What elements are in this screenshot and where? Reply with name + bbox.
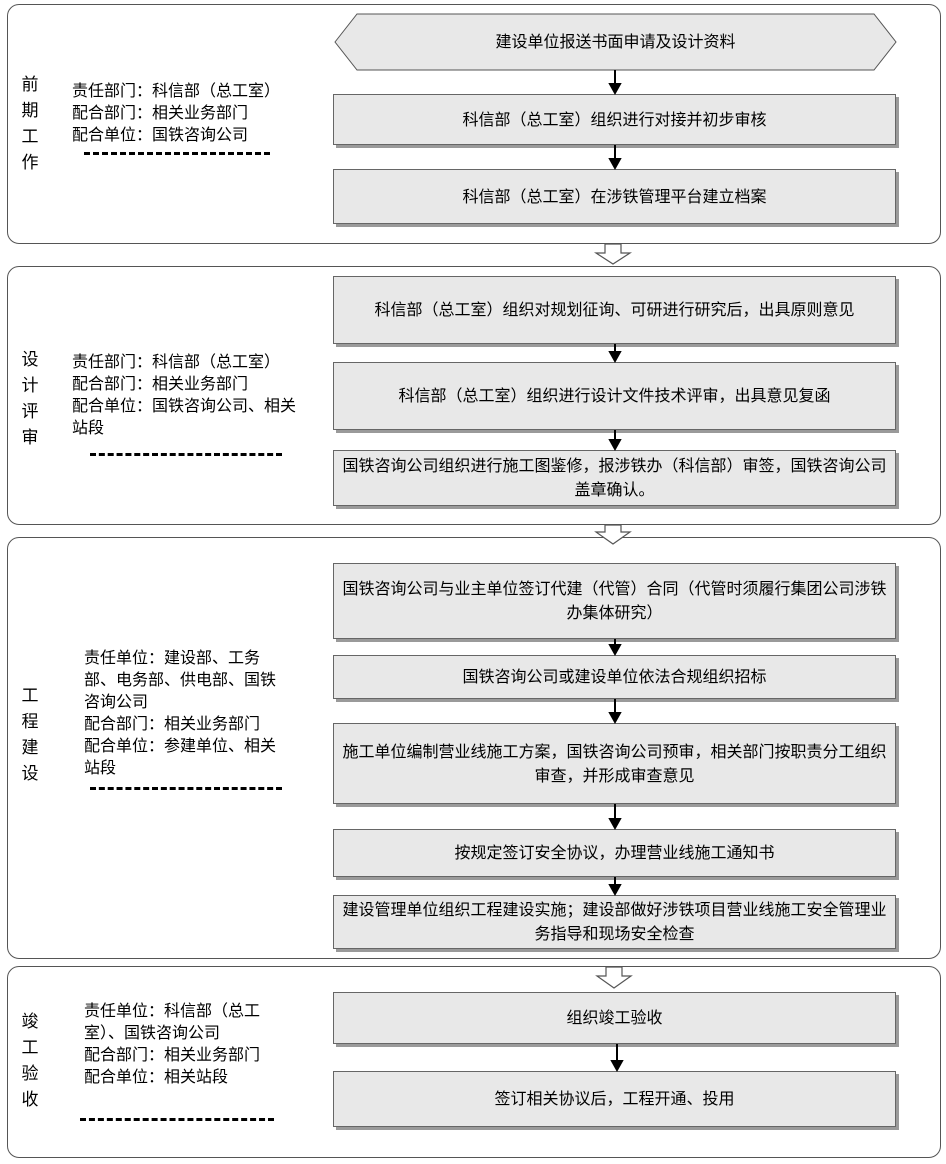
arrow-head — [608, 818, 622, 831]
arrow-head — [608, 439, 622, 452]
cooperating-unit: 配合单位：国铁咨询公司 — [72, 125, 249, 144]
block-arrow — [593, 243, 633, 265]
stage-label-preliminary: 前期工作 — [21, 75, 39, 173]
responsibility-acceptance: 责任单位：科信部（总工室）、国铁咨询公司 配合部门：相关业务部门 配合单位：相关… — [84, 1000, 290, 1088]
cooperating-dept: 配合部门：相关业务部门 — [72, 103, 249, 122]
step-agency-contract: 国铁咨询公司与业主单位签订代建（代管）合同（代管时须履行集团公司涉铁办集体研究） — [333, 563, 896, 639]
arrow-head — [610, 1060, 624, 1073]
step-create-archive: 科信部（总工室）在涉铁管理平台建立档案 — [333, 169, 896, 224]
divider-dashed — [90, 453, 282, 456]
arrow-head — [608, 158, 622, 171]
step-principle-opinion: 科信部（总工室）组织对规划征询、可研进行研究后，出具原则意见 — [333, 276, 896, 344]
divider-dashed — [90, 787, 282, 790]
stage-label-design-review: 设计评审 — [21, 350, 39, 448]
step-bidding: 国铁咨询公司或建设单位依法合规组织招标 — [333, 655, 896, 699]
step-construction-implementation: 建设管理单位组织工程建设实施；建设部做好涉铁项目营业线施工安全管理业务指导和现场… — [333, 895, 896, 949]
step-initial-review: 科信部（总工室）组织进行对接并初步审核 — [333, 94, 896, 145]
divider-dashed — [84, 152, 270, 155]
responsibility-construction: 责任单位：建设部、工务部、电务部、供电部、国铁咨询公司 配合部门：相关业务部门 … — [84, 647, 290, 779]
cooperating-unit: 配合单位：相关站段 — [84, 1067, 229, 1086]
cooperating-unit: 配合单位：国铁咨询公司、相关站段 — [72, 396, 297, 437]
cooperating-dept: 配合部门：相关业务部门 — [84, 714, 261, 733]
step-drawing-review: 国铁咨询公司组织进行施工图鉴修，报涉铁办（科信部）审签，国铁咨询公司盖章确认。 — [333, 450, 896, 506]
cooperating-dept: 配合部门：相关业务部门 — [84, 1045, 261, 1064]
step-technical-review: 科信部（总工室）组织进行设计文件技术评审，出具意见复函 — [333, 362, 896, 430]
responsible-dept: 责任部门：科信部（总工室） — [72, 352, 281, 371]
cooperating-dept: 配合部门：相关业务部门 — [72, 374, 249, 393]
block-arrow — [594, 524, 632, 545]
step-construction-plan: 施工单位编制营业线施工方案，国铁咨询公司预审，相关部门按职责分工组织审查，并形成… — [333, 723, 896, 804]
arrow-head — [608, 884, 622, 897]
responsibility-preliminary: 责任部门：科信部（总工室） 配合部门：相关业务部门 配合单位：国铁咨询公司 — [72, 80, 322, 146]
cooperating-unit: 配合单位：参建单位、相关站段 — [84, 736, 277, 777]
responsibility-design-review: 责任部门：科信部（总工室） 配合部门：相关业务部门 配合单位：国铁咨询公司、相关… — [72, 351, 310, 439]
responsible-unit: 责任单位：科信部（总工室）、国铁咨询公司 — [84, 1001, 261, 1042]
responsible-unit: 责任单位：建设部、工务部、电务部、供电部、国铁咨询公司 — [84, 648, 277, 711]
start-hexagon-shape — [334, 13, 897, 71]
arrow-head — [608, 644, 622, 657]
step-safety-agreement: 按规定签订安全协议，办理营业线施工通知书 — [333, 829, 896, 877]
stage-label-acceptance: 竣工验收 — [21, 1012, 39, 1110]
arrow-head — [608, 712, 622, 725]
block-arrow — [595, 966, 633, 989]
stage-label-construction: 工程建设 — [21, 686, 39, 784]
arrow-head — [608, 351, 622, 364]
step-completion-acceptance: 组织竣工验收 — [333, 992, 896, 1044]
step-submit-application: 建设单位报送书面申请及设计资料 — [495, 32, 736, 51]
arrow-head — [608, 83, 622, 96]
step-sign-and-open: 签订相关协议后，工程开通、投用 — [333, 1071, 896, 1127]
responsible-dept: 责任部门：科信部（总工室） — [72, 81, 281, 100]
divider-dashed — [80, 1118, 274, 1121]
